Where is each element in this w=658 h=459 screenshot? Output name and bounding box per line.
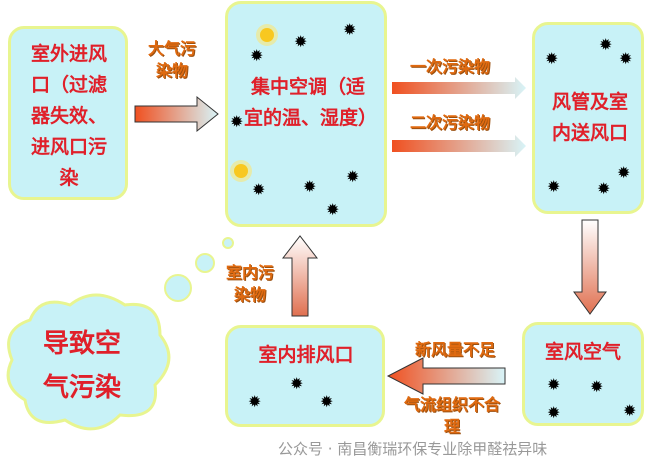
watermark: 公众号 · 南昌衡瑞环保专业除甲醛祛异味 bbox=[278, 440, 548, 458]
arrow-secondary bbox=[392, 135, 526, 157]
particle-icon: ✹ bbox=[320, 392, 334, 411]
particle-icon: ✹ bbox=[545, 49, 559, 68]
particle-icon: ✹ bbox=[294, 32, 308, 51]
particle-icon: ✹ bbox=[250, 46, 264, 65]
particle-icon: ✹ bbox=[547, 403, 561, 422]
particle-icon: ✹ bbox=[623, 401, 637, 420]
particle-icon: ✹ bbox=[346, 167, 360, 186]
particle-icon: ✹ bbox=[590, 377, 604, 396]
indoor-exhaust-text: 室内排风口 bbox=[258, 344, 354, 366]
duct-supply-text: 风管及室内送风口 bbox=[551, 91, 628, 144]
room-air-text: 室风空气 bbox=[544, 341, 621, 363]
outdoor-inlet-text: 室外进风口（过滤器失效、进风口污染 bbox=[30, 43, 107, 189]
particle-icon: ✹ bbox=[547, 177, 561, 196]
arrow-left bbox=[386, 357, 506, 395]
particle-icon: ✹ bbox=[230, 112, 244, 131]
sun-icon bbox=[234, 164, 248, 178]
label-atmospheric: 大气污染物 bbox=[147, 39, 196, 80]
particle-icon: ✹ bbox=[597, 179, 611, 198]
label-fresh-air: 新风量不足 bbox=[414, 340, 495, 359]
result-text: 导致空气污染 bbox=[42, 329, 121, 403]
particle-icon: ✹ bbox=[547, 375, 561, 394]
particle-icon: ✹ bbox=[617, 163, 631, 182]
node-central-ac: 集中空调（适宜的温、湿度） ✹ ✹ ✹ ✹ ✹ ✹ ✹ ✹ bbox=[225, 1, 387, 227]
node-duct-supply: 风管及室内送风口 ✹ ✹ ✹ ✹ ✹ ✹ bbox=[532, 22, 644, 214]
node-indoor-exhaust: 室内排风口 ✹ ✹ ✹ bbox=[225, 325, 385, 427]
sun-icon bbox=[260, 28, 274, 42]
node-outdoor-inlet: 室外进风口（过滤器失效、进风口污染 bbox=[8, 26, 128, 200]
label-airflow: 气流组织不合理 bbox=[403, 395, 500, 436]
label-secondary: 二次污染物 bbox=[409, 113, 490, 132]
particle-icon: ✹ bbox=[248, 392, 262, 411]
arrow-right-1 bbox=[134, 95, 219, 133]
particle-icon: ✹ bbox=[252, 180, 266, 199]
particle-icon: ✹ bbox=[290, 374, 304, 393]
particle-icon: ✹ bbox=[303, 177, 317, 196]
label-indoor: 室内污染物 bbox=[225, 263, 274, 304]
label-primary: 一次污染物 bbox=[409, 57, 490, 76]
particle-icon: ✹ bbox=[343, 20, 357, 39]
central-ac-text: 集中空调（适宜的温、湿度） bbox=[244, 76, 378, 129]
particle-icon: ✹ bbox=[326, 200, 340, 219]
particle-icon: ✹ bbox=[619, 49, 633, 68]
arrow-primary bbox=[392, 77, 526, 99]
arrow-up bbox=[281, 235, 319, 317]
particle-icon: ✹ bbox=[599, 35, 613, 54]
node-room-air: 室风空气 ✹ ✹ ✹ ✹ bbox=[522, 322, 644, 426]
thought-cloud bbox=[6, 237, 234, 431]
arrow-down bbox=[573, 219, 607, 315]
